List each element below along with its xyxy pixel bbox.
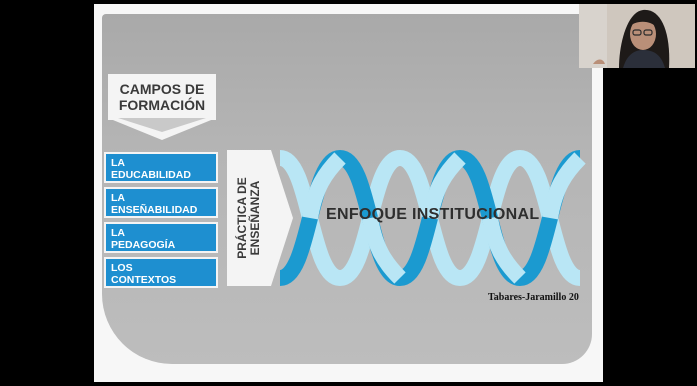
- campos-de-formacion-header: CAMPOS DE FORMACIÓN: [108, 74, 216, 120]
- practica-de-ensenanza-box: [227, 150, 271, 286]
- list-item-contextos: LOS CONTEXTOS: [104, 257, 218, 288]
- campos-line-2: FORMACIÓN: [118, 97, 206, 113]
- list-item-line-2: EDUCABILIDAD: [111, 169, 191, 181]
- practica-line-2: ENSEÑANZA: [248, 180, 262, 256]
- list-item-line-1: LA: [111, 192, 125, 204]
- list-item-ensenabilidad: LA ENSEÑABILIDAD: [104, 187, 218, 218]
- list-item-line-2: PEDAGOGÍA: [111, 239, 176, 251]
- webcam-video-tile[interactable]: [579, 4, 695, 68]
- list-item-pedagogia: LA PEDAGOGÍA: [104, 222, 218, 253]
- citation-text: Tabares-Jaramillo 20: [488, 292, 579, 303]
- enfoque-institucional-label: ENFOQUE INSTITUCIONAL: [326, 206, 540, 223]
- helix-strand-light-overlap: [302, 152, 586, 284]
- practica-label: PRÁCTICA DE ENSEÑANZA: [227, 150, 271, 286]
- list-item-line-1: LA: [111, 157, 125, 169]
- list-item-line-1: LOS: [111, 262, 133, 274]
- helix-graphic: [277, 149, 586, 287]
- campos-down-arrow-inner-shape: [118, 118, 206, 132]
- presenter-video: [579, 4, 695, 68]
- practica-right-arrow-shape: [271, 150, 293, 286]
- list-item-line-2: ENSEÑABILIDAD: [111, 204, 198, 216]
- list-item-line-2: CONTEXTOS: [111, 274, 177, 286]
- campos-line-1: CAMPOS DE: [119, 81, 205, 97]
- list-item-line-1: LA: [111, 227, 125, 239]
- list-item-educabilidad: LA EDUCABILIDAD: [104, 152, 218, 183]
